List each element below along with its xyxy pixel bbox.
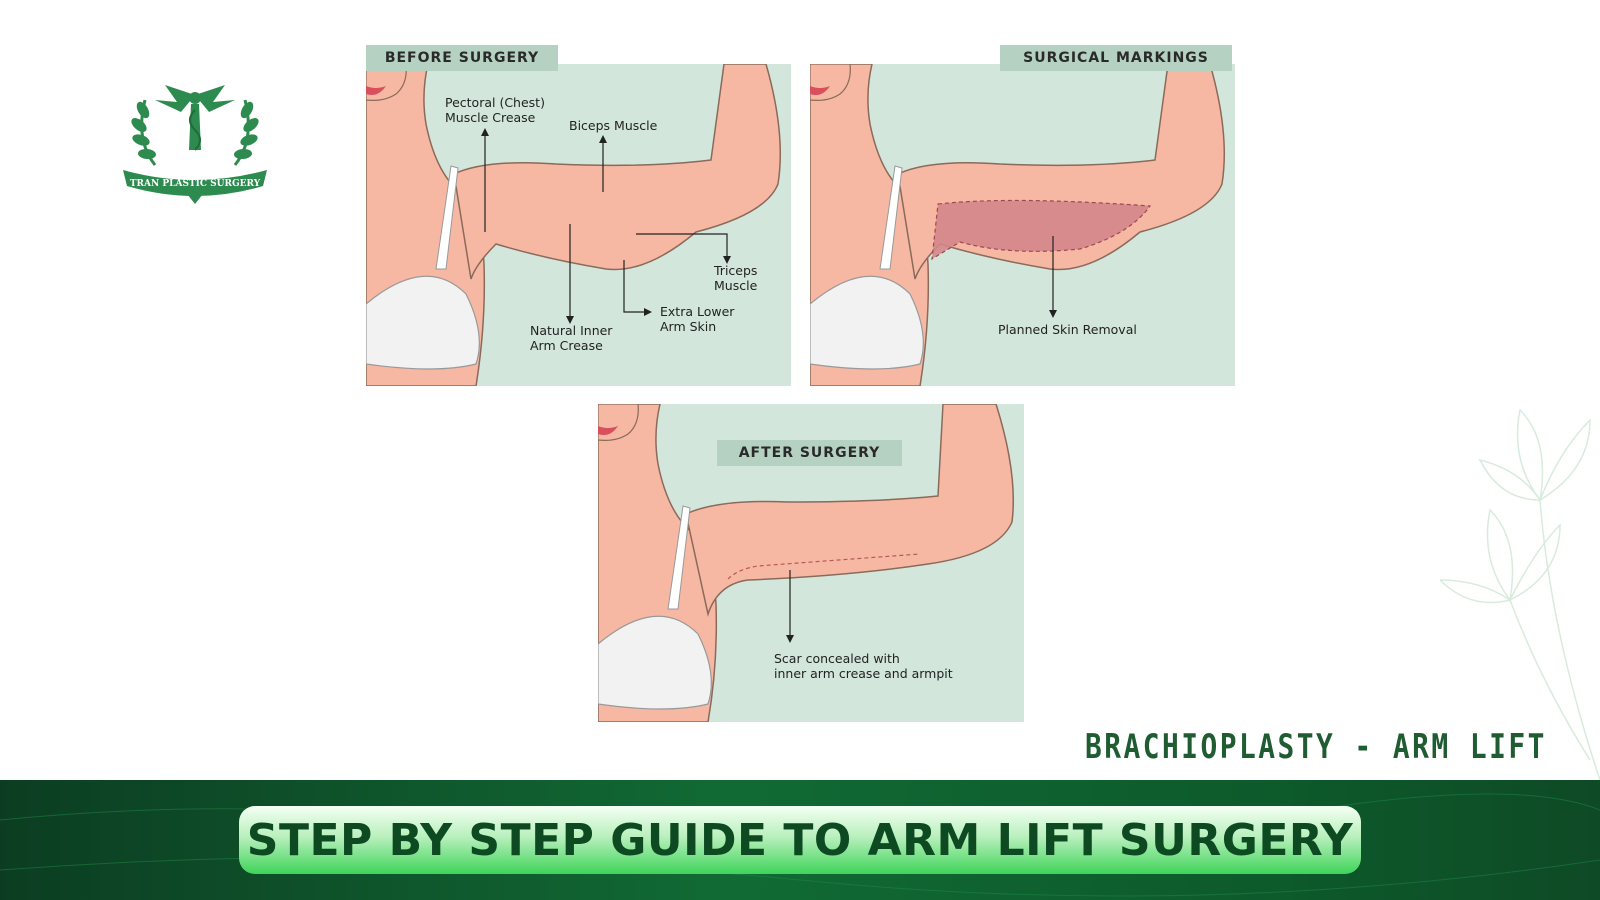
logo-text: TRAN PLASTIC SURGERY bbox=[130, 179, 261, 189]
panel-before-surgery: Pectoral (Chest) Muscle Crease Biceps Mu… bbox=[366, 64, 791, 386]
label-triceps-line1: Triceps bbox=[713, 263, 757, 278]
label-triceps-line2: Muscle bbox=[714, 278, 758, 293]
label-scar-line2: inner arm crease and armpit bbox=[774, 666, 953, 681]
label-extra-skin-line2: Arm Skin bbox=[660, 319, 716, 334]
lotus-decoration bbox=[1438, 400, 1600, 781]
label-planned-removal: Planned Skin Removal bbox=[998, 322, 1137, 337]
label-pectoral-line1: Pectoral (Chest) bbox=[445, 95, 545, 110]
label-extra-skin-line1: Extra Lower bbox=[660, 304, 735, 319]
panel-surgical-markings: Planned Skin Removal bbox=[810, 64, 1235, 386]
banner-title-pill: STEP BY STEP GUIDE TO ARM LIFT SURGERY bbox=[239, 806, 1361, 874]
label-biceps: Biceps Muscle bbox=[569, 118, 658, 133]
tag-surgical-markings: SURGICAL MARKINGS bbox=[1000, 45, 1232, 71]
label-pectoral-line2: Muscle Crease bbox=[445, 110, 536, 125]
scar-line bbox=[727, 553, 921, 580]
label-scar-line1: Scar concealed with bbox=[774, 651, 900, 666]
label-inner-crease-line2: Arm Crease bbox=[530, 338, 603, 353]
planned-removal-area bbox=[931, 199, 1152, 261]
tag-before-surgery: BEFORE SURGERY bbox=[366, 45, 558, 71]
panel-after-surgery: Scar concealed with inner arm crease and… bbox=[598, 404, 1024, 722]
page-subtitle: BRACHIOPLASTY - ARM LIFT bbox=[1085, 727, 1547, 767]
bottom-banner: STEP BY STEP GUIDE TO ARM LIFT SURGERY bbox=[0, 780, 1600, 900]
tag-after-surgery: AFTER SURGERY bbox=[717, 440, 902, 466]
label-inner-crease-line1: Natural Inner bbox=[530, 323, 613, 338]
banner-title: STEP BY STEP GUIDE TO ARM LIFT SURGERY bbox=[246, 814, 1354, 866]
clinic-logo: TRAN PLASTIC SURGERY bbox=[115, 70, 275, 210]
